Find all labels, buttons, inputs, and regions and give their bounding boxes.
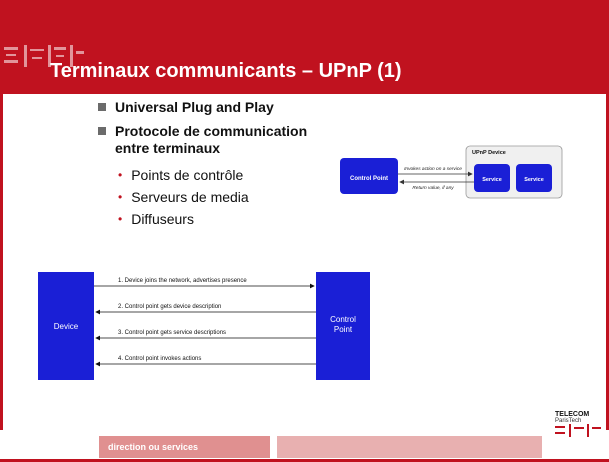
logo-line-1: TELECOM bbox=[555, 411, 590, 418]
control-point-label: Control Point bbox=[350, 176, 388, 182]
school-watermark-logo bbox=[4, 45, 84, 67]
title-divider bbox=[0, 90, 609, 94]
step-label: 4. Control point invokes actions bbox=[118, 356, 201, 362]
header-bar bbox=[0, 0, 609, 92]
sub-bullet-text: Points de contrôle bbox=[131, 167, 244, 183]
sub-bullet-list: • Points de contrôle • Serveurs de media •… bbox=[98, 164, 318, 230]
device-box bbox=[38, 272, 94, 380]
service-box bbox=[474, 164, 510, 192]
footer-left-block bbox=[99, 436, 270, 458]
device-label: Device bbox=[54, 322, 79, 331]
slide-title: Terminaux communicants – UPnP (1) bbox=[50, 60, 402, 82]
footer-text: direction ou services bbox=[108, 442, 199, 452]
step-label: 2. Control point gets device description bbox=[118, 304, 221, 310]
sub-bullet-text: Serveurs de media bbox=[131, 189, 249, 205]
service-label: Service bbox=[482, 177, 502, 183]
step-label: 1. Device joins the network, advertises … bbox=[118, 278, 247, 284]
control-point-box bbox=[316, 272, 370, 380]
control-point-label: Point bbox=[334, 325, 353, 334]
upnp-device-label: UPnP Device bbox=[472, 150, 506, 156]
service-label: Service bbox=[524, 177, 544, 183]
dot-bullet-icon: • bbox=[118, 190, 123, 204]
bullet-text: Protocole de communication entre termina… bbox=[115, 123, 308, 156]
sub-bullet-text: Diffuseurs bbox=[131, 211, 194, 227]
return-arrow-label: Return value, if any bbox=[412, 185, 454, 191]
step-label: 3. Control point gets service descriptio… bbox=[118, 330, 226, 336]
service-box bbox=[516, 164, 552, 192]
sub-bullet-item: • Diffuseurs bbox=[118, 208, 318, 230]
bullet-item: Protocole de communication entre termina… bbox=[98, 123, 318, 157]
square-bullet-icon bbox=[98, 103, 106, 111]
upnp-architecture-diagram: Control Point UPnP Device Service Servic… bbox=[340, 145, 563, 199]
logo-mark-icon bbox=[555, 424, 601, 437]
telecom-paristech-logo: TELECOM ParisTech bbox=[555, 411, 607, 451]
logo-line-2: ParisTech bbox=[555, 418, 582, 424]
upnp-sequence-diagram: Device Control Point 1. Device joins the… bbox=[38, 272, 370, 380]
sub-bullet-item: • Points de contrôle bbox=[118, 164, 318, 186]
footer-right-block bbox=[277, 436, 542, 458]
forward-arrow-label: Invokes action on a service bbox=[404, 166, 462, 172]
square-bullet-icon bbox=[98, 127, 106, 135]
sub-bullet-item: • Serveurs de media bbox=[118, 186, 318, 208]
dot-bullet-icon: • bbox=[118, 212, 123, 226]
control-point-label: Control bbox=[330, 315, 356, 324]
bullet-list: Universal Plug and Play Protocole de com… bbox=[98, 99, 318, 230]
footer-divider bbox=[0, 459, 609, 462]
dot-bullet-icon: • bbox=[118, 168, 123, 182]
bullet-item: Universal Plug and Play bbox=[98, 99, 318, 116]
control-point-box bbox=[340, 158, 398, 194]
bullet-text: Universal Plug and Play bbox=[115, 99, 274, 115]
